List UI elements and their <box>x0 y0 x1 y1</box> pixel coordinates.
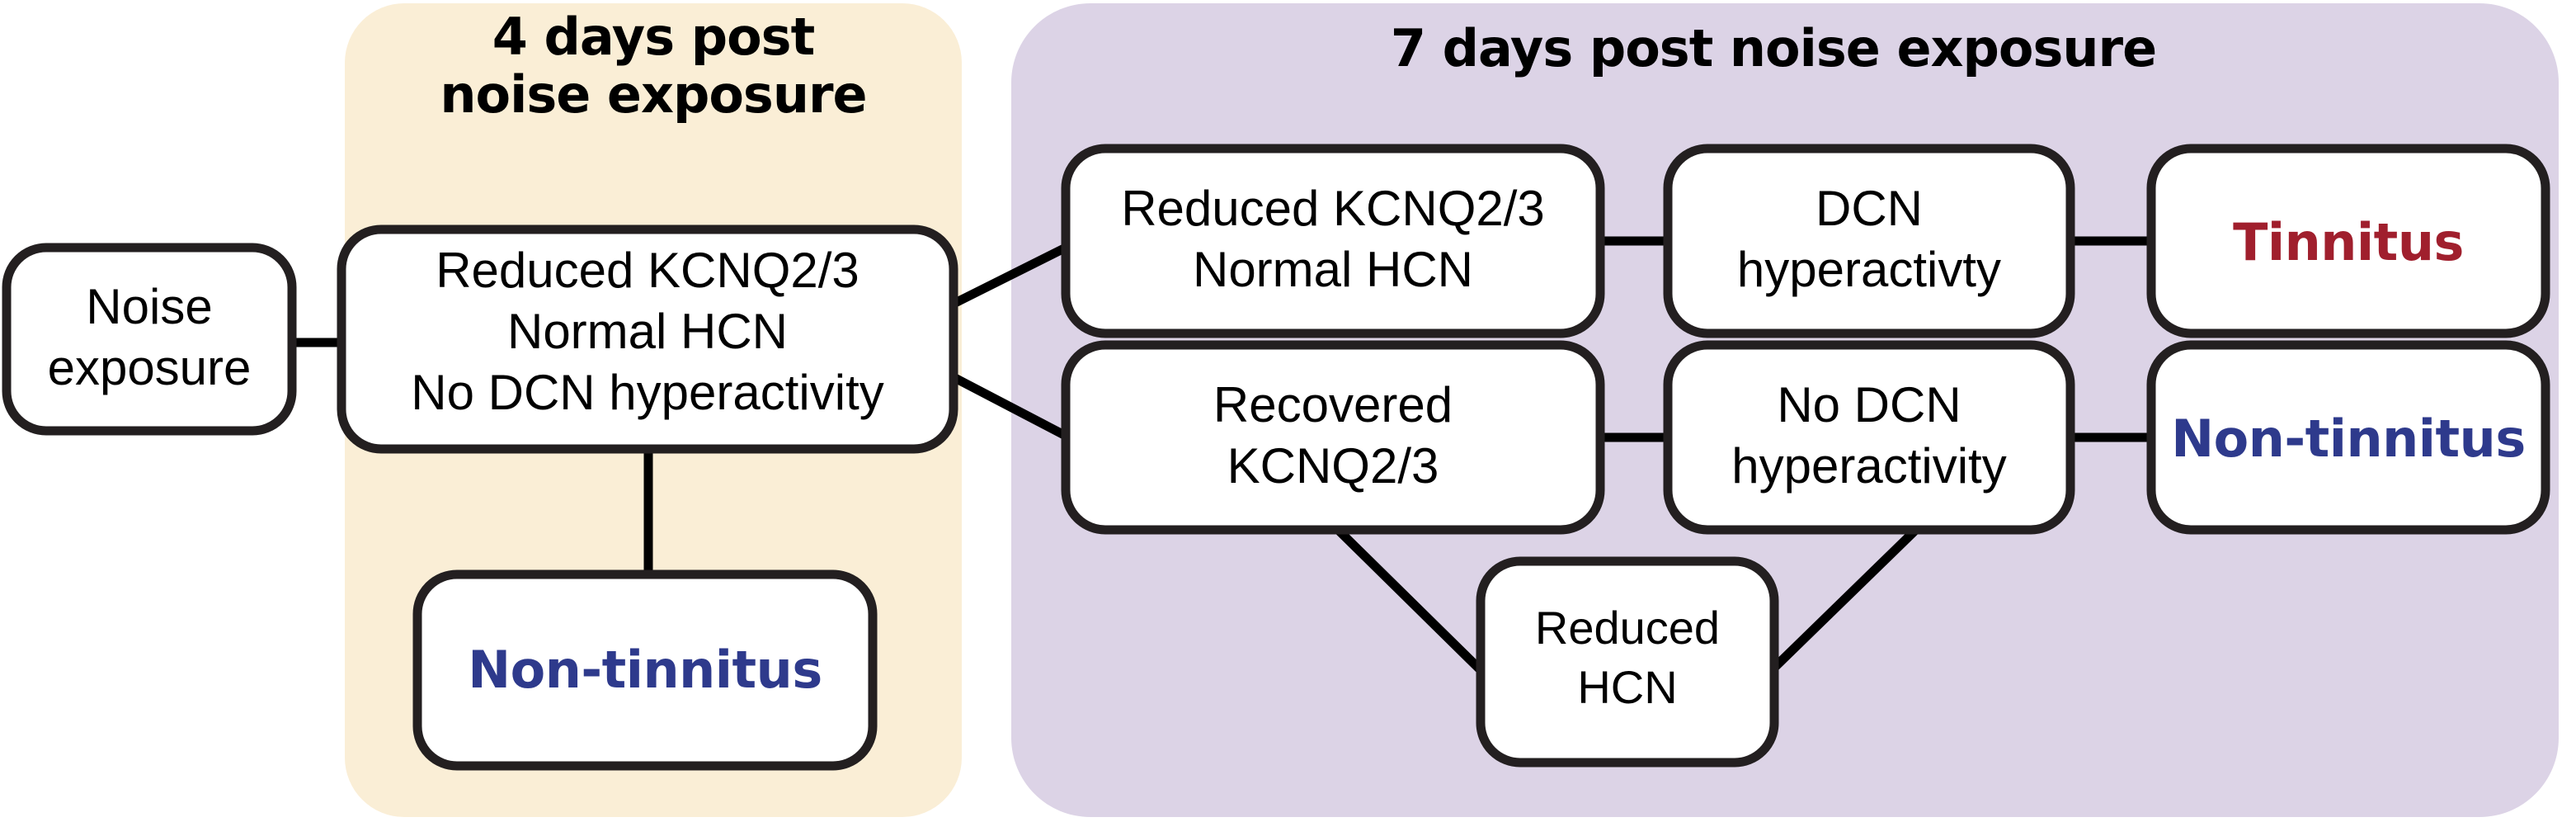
node-reduced-hcn-box[interactable] <box>1476 556 1779 768</box>
node-day4-state-line1: Reduced KCNQ2/3 <box>436 243 859 298</box>
connector-day4-to-day7-bottom <box>948 371 1068 440</box>
node-day7-nontinnitus-outcome-box[interactable] <box>2146 340 2550 535</box>
node-tinnitus-outcome-label: Tinnitus <box>2233 212 2464 272</box>
node-noise-exposure-line1: Noise <box>86 279 212 334</box>
node-no-dcn-hyperactivity-line2: hyperactivity <box>1731 438 2006 494</box>
node-noise-exposure-box[interactable] <box>2 243 297 436</box>
node-no-dcn-hyperactivity-box[interactable] <box>1663 340 2075 535</box>
node-day7-top-state[interactable]: Reduced KCNQ2/3 Normal HCN <box>1061 144 1605 338</box>
node-dcn-hyperactivity-box[interactable] <box>1663 144 2075 338</box>
panel-title-7day: 7 days post noise exposure <box>1391 18 2156 78</box>
node-day7-top-state-box[interactable] <box>1061 144 1605 338</box>
node-no-dcn-hyperactivity-line1: No DCN <box>1777 377 1961 432</box>
node-dcn-hyperactivity-line2: hyperactivty <box>1737 242 2001 297</box>
node-recovered-kcnq-line1: Recovered <box>1213 377 1453 432</box>
node-day4-outcome-box[interactable] <box>412 569 878 771</box>
panel-title-4day-line1: 4 days post <box>492 7 815 67</box>
node-day4-state-box[interactable] <box>337 224 958 454</box>
node-tinnitus-outcome-box[interactable] <box>2146 144 2550 338</box>
node-recovered-kcnq-line2: KCNQ2/3 <box>1227 438 1439 494</box>
node-recovered-kcnq-box[interactable] <box>1061 340 1605 535</box>
node-day7-top-state-line2: Normal HCN <box>1193 242 1473 297</box>
node-reduced-hcn[interactable]: Reduced HCN <box>1476 556 1779 768</box>
node-day4-outcome-label: Non-tinnitus <box>468 640 822 700</box>
node-no-dcn-hyperactivity[interactable]: No DCN hyperactivity <box>1663 340 2075 535</box>
node-day7-top-state-line1: Reduced KCNQ2/3 <box>1121 181 1545 236</box>
node-recovered-kcnq[interactable]: Recovered KCNQ2/3 <box>1061 340 1605 535</box>
node-reduced-hcn-line2: HCN <box>1577 661 1677 713</box>
node-day4-state-line2: Normal HCN <box>507 304 788 359</box>
node-dcn-hyperactivity-line1: DCN <box>1815 181 1923 236</box>
connector-nodcn-to-reducedhcn <box>1768 515 1931 673</box>
node-day4-outcome[interactable]: Non-tinnitus <box>412 569 878 771</box>
node-noise-exposure-line2: exposure <box>48 340 252 395</box>
node-day7-nontinnitus-outcome-label: Non-tinnitus <box>2171 409 2525 469</box>
node-day4-state[interactable]: Reduced KCNQ2/3 Normal HCN No DCN hypera… <box>337 224 958 454</box>
node-day7-nontinnitus-outcome[interactable]: Non-tinnitus <box>2146 340 2550 535</box>
node-tinnitus-outcome[interactable]: Tinnitus <box>2146 144 2550 338</box>
node-day4-state-line3: No DCN hyperactivity <box>411 365 884 420</box>
node-dcn-hyperactivity[interactable]: DCN hyperactivty <box>1663 144 2075 338</box>
connector-recovered-to-reducedhcn <box>1323 515 1484 673</box>
connector-day4-to-day7-top <box>948 243 1068 309</box>
panel-title-4day-line2: noise exposure <box>440 64 866 125</box>
node-noise-exposure[interactable]: Noise exposure <box>2 243 297 436</box>
node-reduced-hcn-line1: Reduced <box>1535 602 1720 654</box>
